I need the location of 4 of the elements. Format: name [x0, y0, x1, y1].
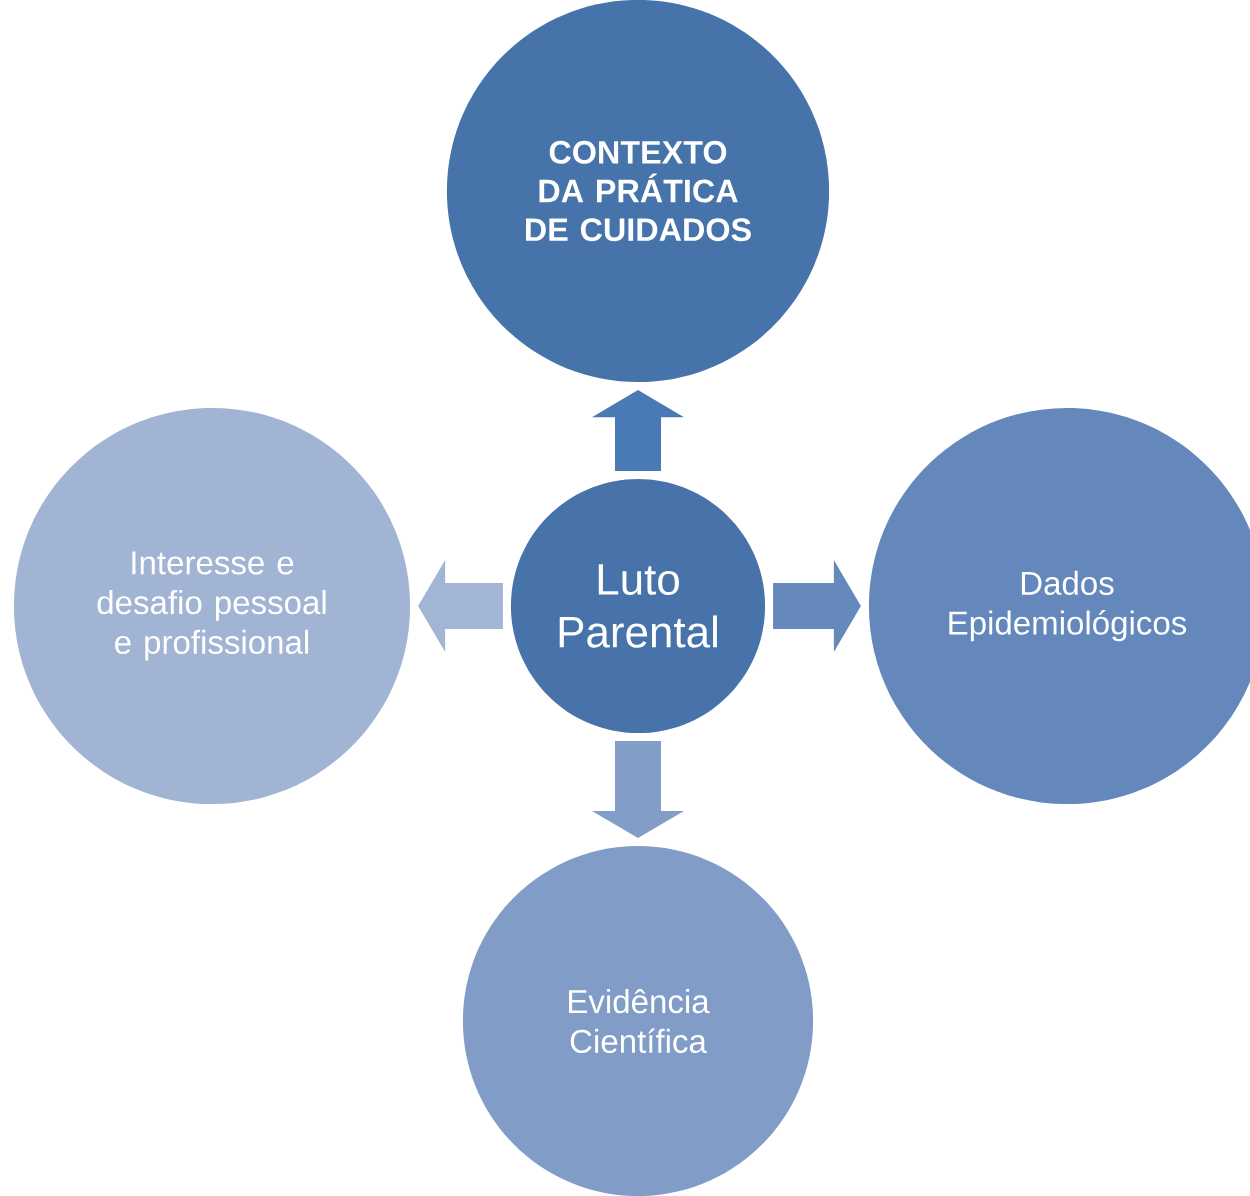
block-arrow [773, 560, 861, 653]
block-arrow [591, 390, 685, 471]
block-arrow [418, 560, 503, 653]
block-arrow [591, 741, 685, 838]
